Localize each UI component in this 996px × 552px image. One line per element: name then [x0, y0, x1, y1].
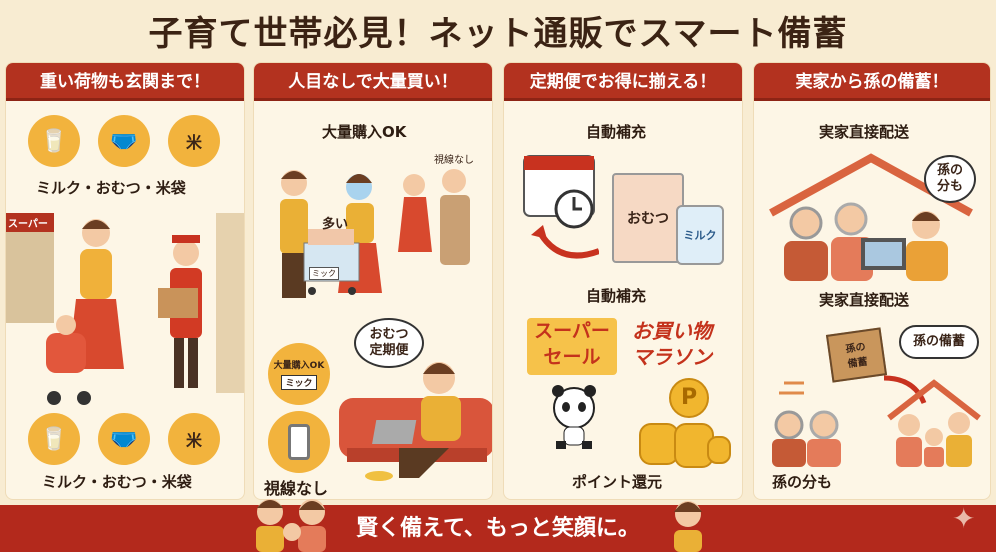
speech-bubble: 孫の 分も	[924, 155, 976, 203]
auto-refill-caption: 自動補充	[586, 123, 647, 141]
milk-icon: 🥛	[28, 115, 80, 167]
no-gaze-label: 視線なし	[434, 155, 474, 166]
grandparents-house-illustration	[769, 153, 973, 281]
grandkids-share-caption: 孫の分も	[772, 473, 833, 491]
no-gaze-caption: 視線なし	[264, 479, 329, 498]
mother-stroller-delivery-illustration	[46, 213, 244, 405]
shoppers-cart-illustration	[280, 169, 470, 298]
panel-grandparents: 実家から孫の備蓄！ 実家直接配送 孫の 分も 実家直接配送 孫の 備蓄 孫の備蓄…	[753, 62, 991, 500]
marathon-line: マラソン	[632, 345, 712, 369]
coin-stack-icon	[707, 436, 731, 464]
smartphone-icon	[268, 411, 330, 473]
panel-heading: 実家から孫の備蓄！	[754, 63, 990, 101]
panel-bulk-buy: 人目なしで大量買い！ 大量購入OK 視線なし 多い ミック おむつ 定期便 大量…	[253, 62, 493, 500]
speech-bubble: おむつ 定期便	[354, 318, 424, 368]
speech-bubble: 孫の備蓄	[899, 325, 979, 359]
sale-line: スーパー	[534, 320, 610, 342]
panel-heading: 人目なしで大量買い！	[254, 63, 492, 101]
diaper-box: おむつ	[612, 173, 684, 263]
items-caption: ミルク・おむつ・米袋	[42, 473, 192, 491]
rice-label: 米	[185, 431, 202, 450]
auto-refill-caption: 自動補充	[586, 287, 647, 305]
rice-bag-icon: 米	[168, 115, 220, 167]
coin-stack-icon	[639, 423, 679, 465]
shopping-marathon-logo: お買い物 マラソン	[632, 318, 712, 370]
bottom-banner: 賢く備えて、もっと笑顔に。	[0, 505, 996, 552]
store-shelf: スーパー	[6, 213, 54, 323]
panel-heading: 定期便でお得に揃える！	[504, 63, 742, 101]
mother-icon	[674, 501, 702, 552]
cart-label: ミック	[309, 267, 339, 280]
many-label: 多い	[322, 217, 349, 232]
panel-heading: 重い荷物も玄関まで！	[6, 63, 244, 101]
marathon-line: お買い物	[632, 319, 712, 343]
store-sign: スーパー	[6, 213, 54, 232]
calendar-clock-icon	[523, 155, 599, 259]
man-on-sofa-illustration	[339, 362, 492, 481]
family-delivery-illustration	[772, 375, 981, 467]
sparkle-icon: ✦	[952, 502, 976, 535]
milk-can: ミルク	[676, 205, 724, 265]
panel-subscription: 定期便でお得に揃える！ 自動補充 おむつ ミルク 自動補充 スーパー セール お…	[503, 62, 743, 500]
direct-delivery-caption: 実家直接配送	[819, 291, 910, 309]
banner-slogan: 賢く備えて、もっと笑顔に。	[356, 516, 640, 541]
milk-icon: 🥛	[28, 413, 80, 465]
badge-text: 大量購入OK	[273, 361, 325, 371]
diaper-icon: 🩲	[98, 413, 150, 465]
rice-label: 米	[185, 133, 202, 152]
direct-delivery-caption: 実家直接配送	[819, 123, 910, 141]
bulk-ok-badge: 大量購入OK ミック	[268, 343, 330, 405]
diaper-icon: 🩲	[98, 115, 150, 167]
badge-cart-label: ミック	[281, 375, 317, 390]
page-title: 子育て世帯必見！ネット通販でスマート備蓄	[148, 14, 848, 54]
sale-line: セール	[543, 346, 601, 368]
panel-heavy-delivery: 重い荷物も玄関まで！ 🥛 🩲 米 ミルク・おむつ・米袋 スーパー 🥛 🩲 米 ミ…	[5, 62, 245, 500]
super-sale-badge: スーパー セール	[527, 318, 617, 375]
bulk-ok-caption: 大量購入OK	[322, 123, 407, 141]
point-return-caption: ポイント還元	[572, 473, 663, 491]
panda-mascot-icon	[552, 385, 596, 449]
coin-icon: P	[669, 378, 709, 418]
family-icon	[256, 499, 326, 552]
items-caption: ミルク・おむつ・米袋	[36, 179, 186, 197]
rice-bag-icon: 米	[168, 413, 220, 465]
